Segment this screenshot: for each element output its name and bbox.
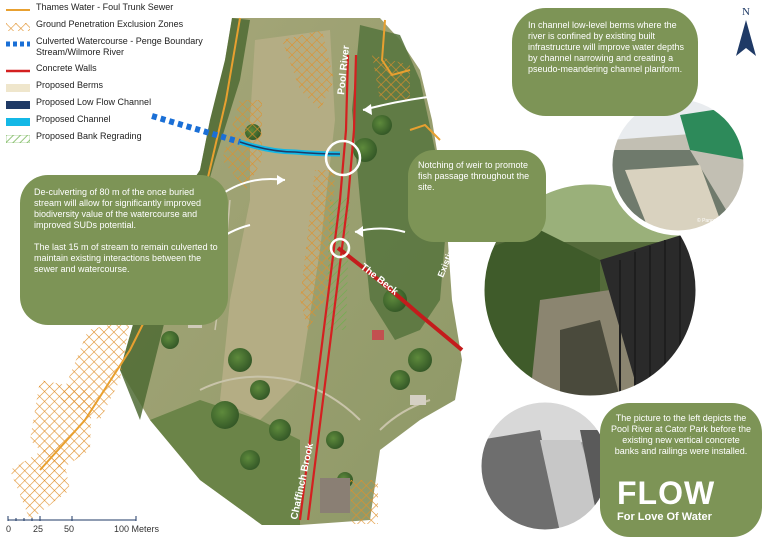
- cyan-fill-icon: [6, 118, 30, 126]
- legend-item: Proposed Bank Regrading: [4, 131, 214, 146]
- scale-label-25: 25: [33, 524, 44, 534]
- flow-logo: FLOW For Love Of Water: [617, 476, 735, 532]
- north-label: N: [742, 6, 750, 18]
- north-arrow-icon: [736, 20, 756, 56]
- navy-fill-icon: [6, 101, 30, 109]
- photo-credit: © Panoramio author: [697, 217, 742, 224]
- legend-item: Proposed Channel: [4, 114, 214, 129]
- historic-photo: [479, 400, 611, 532]
- map-legend: Thames Water - Foul Trunk Sewer Ground P…: [4, 2, 214, 148]
- legend-label: Ground Penetration Exclusion Zones: [36, 19, 184, 29]
- historic-callout: The picture to the left depicts the Pool…: [600, 403, 762, 537]
- legend-item: Ground Penetration Exclusion Zones: [4, 19, 214, 34]
- flow-logo-tagline: For Love Of Water: [617, 511, 712, 523]
- decult-text: De-culverting of 80 m of the once buried…: [34, 187, 202, 230]
- decult-text-2: The last 15 m of stream to remain culver…: [34, 242, 218, 274]
- legend-label: Proposed Low Flow Channel: [36, 97, 152, 107]
- legend-label: Concrete Walls: [36, 63, 97, 73]
- blue-dashed-line-icon: [6, 41, 30, 47]
- legend-label: Proposed Bank Regrading: [36, 131, 142, 141]
- berms-text: In channel low-level berms where the riv…: [528, 20, 685, 74]
- culvert-outfall-marker: [324, 139, 362, 177]
- legend-item: Proposed Berms: [4, 80, 214, 95]
- scale-label-50: 50: [64, 524, 75, 534]
- decult-callout: De-culverting of 80 m of the once buried…: [20, 175, 228, 325]
- pool-river-label: Pool River: [336, 45, 352, 95]
- orange-line-icon: [6, 9, 30, 11]
- legend-item: Concrete Walls: [4, 63, 214, 78]
- berms-callout: In channel low-level berms where the riv…: [512, 8, 698, 116]
- legend-label: Proposed Berms: [36, 80, 104, 90]
- legend-item: Thames Water - Foul Trunk Sewer: [4, 2, 214, 17]
- arrowheads: [277, 104, 372, 237]
- legend-item: Culverted Watercourse - Penge Boundary S…: [4, 36, 214, 61]
- legend-item: Proposed Low Flow Channel: [4, 97, 214, 112]
- north-arrow: N: [734, 6, 758, 60]
- culvert-line: [151, 113, 241, 145]
- scale-bar: 0 25 50 100 Meters: [6, 514, 166, 538]
- legend-label: Proposed Channel: [36, 114, 111, 124]
- weir-callout: Notching of weir to promote fish passage…: [408, 150, 546, 242]
- green-hatch-icon: [6, 135, 30, 143]
- legend-label: Thames Water - Foul Trunk Sewer: [36, 2, 174, 12]
- concrete-walls: [298, 54, 464, 521]
- scale-label-100: 100 Meters: [114, 524, 160, 534]
- flow-logo-wordmark: FLOW: [617, 475, 716, 511]
- historic-text: The picture to the left depicts the Pool…: [610, 413, 752, 456]
- red-line-icon: [6, 69, 30, 73]
- weir-text: Notching of weir to promote fish passage…: [418, 160, 530, 192]
- weir-marker: [329, 237, 351, 259]
- beige-fill-icon: [6, 84, 30, 92]
- orange-crosshatch-icon: [6, 23, 30, 31]
- scale-label-0: 0: [6, 524, 12, 534]
- legend-label: Culverted Watercourse - Penge Boundary S…: [36, 36, 203, 57]
- scale-bar-graphic: [7, 516, 137, 521]
- aerial-photo: [120, 18, 462, 525]
